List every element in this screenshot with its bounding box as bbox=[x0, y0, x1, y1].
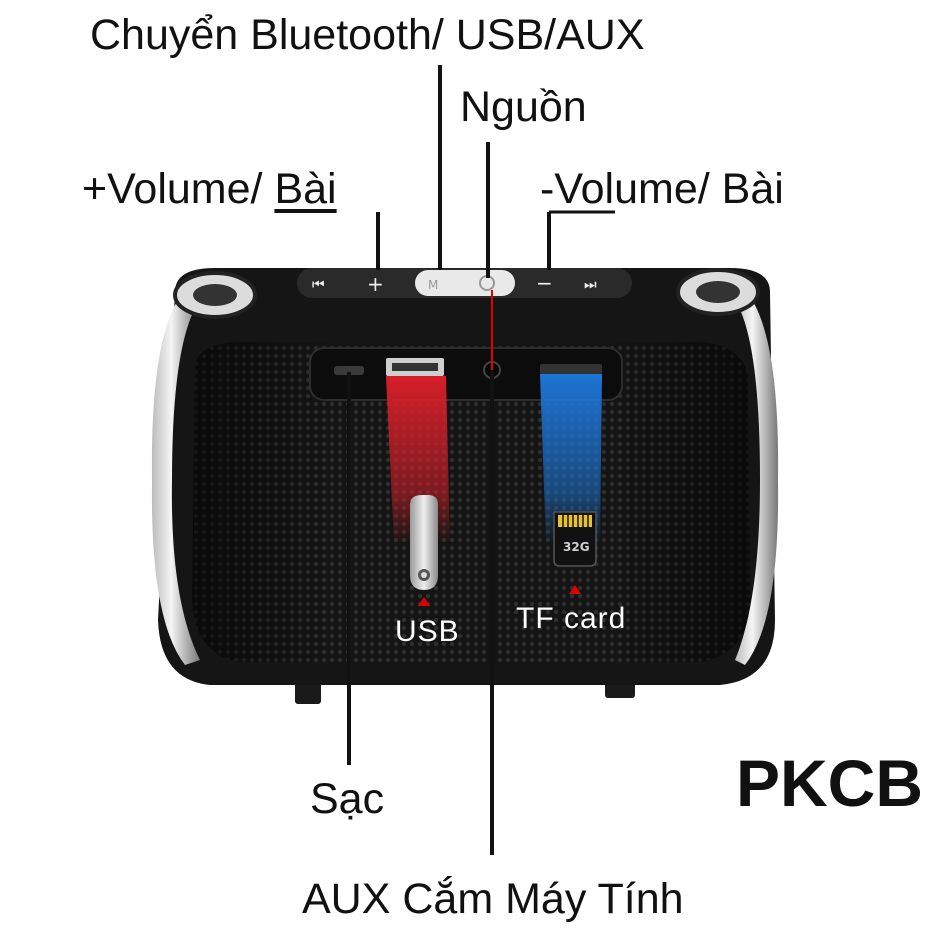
volume-up-label: +Volume/ Bài bbox=[82, 168, 337, 211]
tf-marker bbox=[569, 585, 581, 594]
usb-stick-icon bbox=[410, 495, 438, 590]
volume-down-prefix: - bbox=[540, 165, 555, 213]
volume-down-label: -Volume/ Bài bbox=[540, 168, 784, 211]
speaker-rim-right bbox=[735, 290, 779, 665]
volume-down-suffix: / Bài bbox=[697, 165, 784, 213]
svg-text:−: − bbox=[536, 271, 553, 295]
speaker-rim-left bbox=[151, 290, 200, 665]
volume-up-prefix: +Volume/ bbox=[82, 165, 275, 213]
volume-up-suffix: Bài bbox=[274, 165, 337, 213]
micro-usb-port bbox=[334, 366, 364, 375]
charge-label: Sạc bbox=[310, 775, 385, 823]
usb-label: USB bbox=[395, 615, 460, 648]
tf-card-label: TF card bbox=[516, 602, 627, 635]
usb-marker bbox=[418, 597, 430, 606]
svg-text:⏮: ⏮ bbox=[312, 277, 325, 293]
power-label: Nguồn bbox=[460, 83, 587, 131]
sd-capacity-label: 32G bbox=[563, 540, 590, 554]
volume-down-mid: Volume bbox=[554, 165, 698, 213]
svg-text:M: M bbox=[428, 278, 438, 292]
svg-text:+: + bbox=[367, 272, 384, 296]
aux-label: AUX Cắm Máy Tính bbox=[302, 875, 684, 923]
tf-highlight-beam bbox=[540, 374, 602, 545]
svg-text:⏭: ⏭ bbox=[584, 277, 597, 293]
brand-logo: PKCB bbox=[736, 746, 924, 820]
mode-switch-label: Chuyển Bluetooth/ USB/AUX bbox=[90, 11, 645, 59]
tf-slot bbox=[540, 364, 602, 374]
